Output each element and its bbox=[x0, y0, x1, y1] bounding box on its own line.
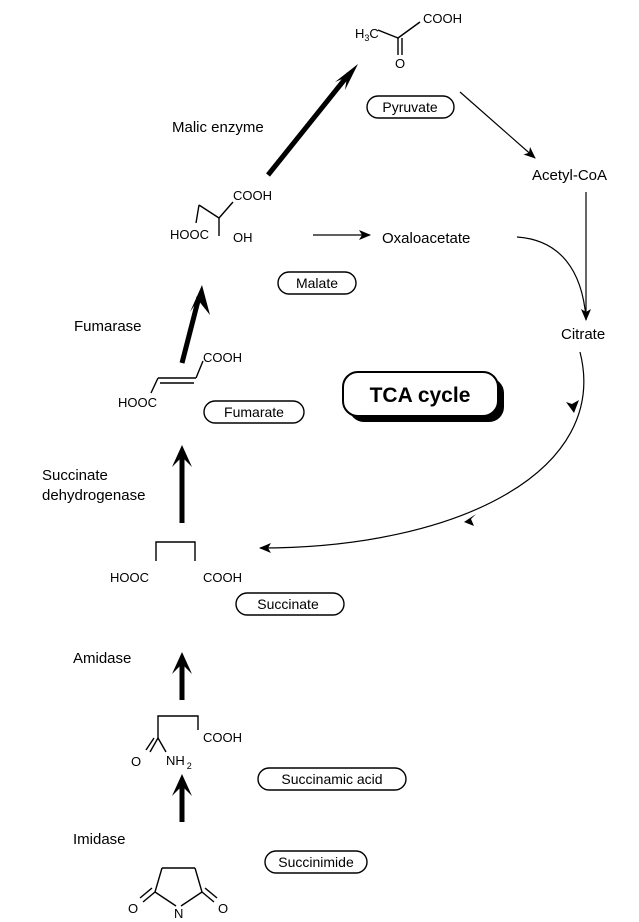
succinamic-oxygen: O bbox=[131, 754, 141, 769]
enzyme-imidase: Imidase bbox=[73, 831, 126, 848]
succinimide-hydrogen: H bbox=[175, 919, 184, 922]
succinate-structure: HOOC COOH bbox=[110, 541, 242, 585]
succinimide-label: Succinimide bbox=[264, 850, 368, 874]
succinimide-oxygen-left: O bbox=[128, 901, 138, 916]
arrow-malic-enzyme bbox=[266, 72, 351, 177]
svg-text:Malate: Malate bbox=[296, 275, 338, 291]
enzyme-fumarase: Fumarase bbox=[74, 318, 142, 335]
pyruvate-structure: COOH H3C O bbox=[355, 11, 462, 71]
succinimide-structure: O O N H bbox=[128, 867, 228, 922]
enzyme-malic-enzyme: Malic enzyme bbox=[172, 119, 264, 136]
fumarate-cooh: COOH bbox=[203, 350, 242, 365]
malate-hooc: HOOC bbox=[170, 227, 209, 242]
pyruvate-methyl: H3C bbox=[355, 26, 379, 43]
svg-text:Fumarate: Fumarate bbox=[224, 404, 284, 420]
succinate-hooc: HOOC bbox=[110, 570, 149, 585]
svg-text:Succinamic acid: Succinamic acid bbox=[281, 771, 382, 787]
malate-structure: COOH HOOC OH bbox=[170, 188, 272, 245]
svg-text:Succinate: Succinate bbox=[257, 596, 319, 612]
fumarate-hooc: HOOC bbox=[118, 395, 157, 410]
succinamic-acid-label: Succinamic acid bbox=[257, 767, 407, 791]
malate-oh: OH bbox=[233, 230, 253, 245]
metabolite-acetyl-coa: Acetyl-CoA bbox=[532, 167, 607, 184]
arrow-fumarase bbox=[179, 296, 202, 364]
malate-cooh: COOH bbox=[233, 188, 272, 203]
malate-label: Malate bbox=[277, 271, 357, 295]
succinate-cooh: COOH bbox=[203, 570, 242, 585]
svg-text:TCA cycle: TCA cycle bbox=[370, 384, 471, 407]
tca-cycle-arrows bbox=[259, 91, 591, 553]
enzyme-succinate-dehydrogenase-line2: dehydrogenase bbox=[42, 487, 145, 504]
pyruvate-oxygen: O bbox=[395, 56, 405, 71]
arrow-citrate-to-succinate bbox=[259, 351, 585, 553]
enzyme-succinate-dehydrogenase-line1: Succinate bbox=[42, 467, 108, 484]
metabolite-oxaloacetate: Oxaloacetate bbox=[382, 230, 470, 247]
enzyme-amidase: Amidase bbox=[73, 650, 131, 667]
succinamic-cooh: COOH bbox=[203, 730, 242, 745]
succinimide-oxygen-right: O bbox=[218, 901, 228, 916]
bold-pathway-arrows bbox=[172, 64, 358, 822]
succinate-label: Succinate bbox=[235, 592, 345, 616]
fumarate-structure: COOH HOOC bbox=[118, 350, 242, 410]
fumarate-label: Fumarate bbox=[203, 400, 305, 424]
svg-text:Succinimide: Succinimide bbox=[278, 854, 354, 870]
tca-cycle-badge: TCA cycle bbox=[342, 371, 504, 422]
pyruvate-cooh: COOH bbox=[423, 11, 462, 26]
arrow-oxaloacetate-to-citrate bbox=[516, 236, 587, 319]
metabolite-citrate: Citrate bbox=[561, 326, 605, 343]
succinimide-nitrogen: N bbox=[174, 906, 183, 921]
pyruvate-label: Pyruvate bbox=[366, 95, 455, 119]
arrow-pyruvate-to-acetylcoa bbox=[459, 91, 536, 159]
svg-text:Pyruvate: Pyruvate bbox=[382, 99, 437, 115]
